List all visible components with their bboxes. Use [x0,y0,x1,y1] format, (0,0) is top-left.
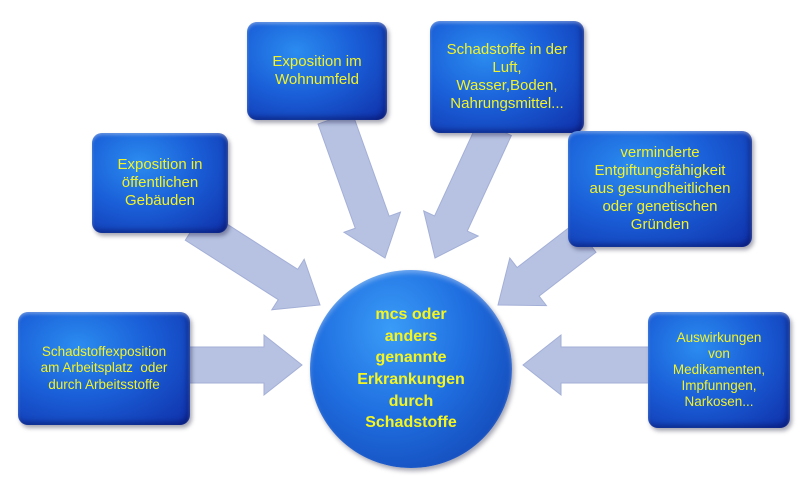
box-line: Medikamenten, [672,361,766,377]
arrow-workplace [187,333,303,397]
box-line: öffentlichen [121,174,199,191]
box-line: Wohnumfeld [275,71,359,88]
arrow-medication [522,333,651,397]
box-line: am Arbeitsplatz oder [40,360,168,376]
box-line: Entgiftungsfähigkeit [594,162,726,179]
box-line: Gebäuden [124,192,196,209]
center-line: mcs oder [375,306,447,324]
arrow-environment [422,119,513,259]
box-line: Schadstoffexposition [41,344,167,360]
box-line: Luft, [492,59,522,76]
center-line: anders [384,327,438,345]
box-line: Auswirkungen [676,329,762,345]
box-line: Wasser,Boden, [456,77,558,94]
box-line: durch Arbeitsstoffe [48,376,160,392]
box-line: Exposition im [272,53,362,70]
box-line: Exposition in [117,156,203,173]
center-line: Schadstoffe [365,414,457,432]
box-line: Impfunngen, [681,378,757,394]
box-line: von [708,345,730,361]
center-line: Erkrankungen [357,371,465,388]
box-line: verminderte [620,144,700,161]
box-line: Schadstoffe in der [446,41,568,58]
arrow-residential [317,111,402,259]
box-line: Gründen [630,216,690,233]
center-line: durch [388,392,434,410]
box-line: oder genetischen [602,198,718,215]
box-line: Narkosen... [684,394,754,410]
box-line: Nahrungsmittel... [450,95,564,112]
box-line: aus gesundheitlichen [589,180,731,197]
center-line: genannte [375,349,447,367]
